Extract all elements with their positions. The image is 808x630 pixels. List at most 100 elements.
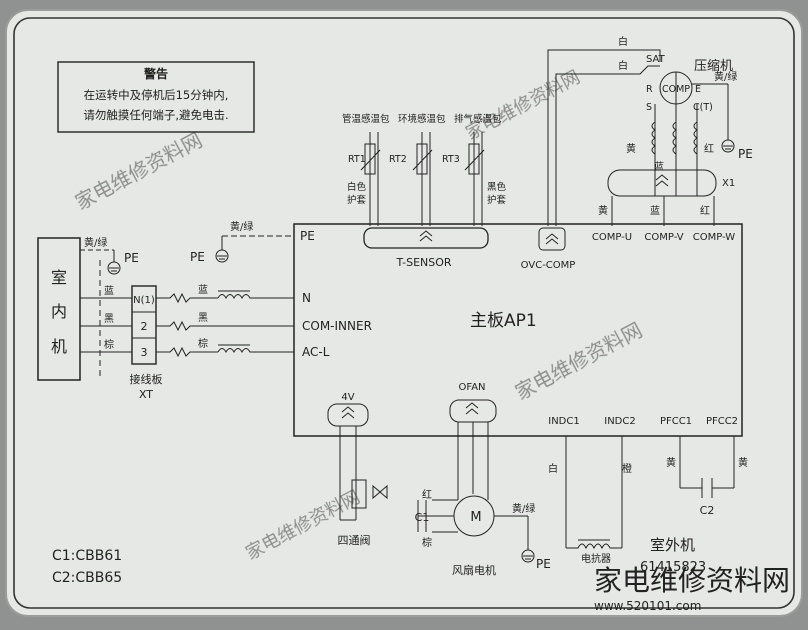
phase-red: 红	[700, 204, 710, 217]
compressor-ground: PE	[738, 147, 753, 161]
pfc-cap-label: C2	[700, 504, 715, 517]
indoor-wire-brown: 棕	[104, 338, 114, 351]
port-pfcc1: PFCC1	[660, 416, 692, 427]
board-pe-ground-label: PE	[190, 250, 205, 264]
watermark-brand: 家电维修资料网	[594, 564, 790, 597]
terminal-3: 3	[141, 346, 148, 359]
fan-wire-red: 红	[422, 488, 432, 501]
terminal-block: N(1) 2 3 接线板 XT	[130, 285, 163, 401]
main-board: PE N COM-INNER AC-L 主板AP1 INDC1 INDC2 PF…	[293, 223, 743, 437]
warning-box: 警告 在运转中及停机后15分钟内, 请勿触摸任何端子,避免电击.	[57, 61, 255, 133]
indoor-char-3: 机	[51, 337, 67, 356]
compressor-pin-e: E	[695, 84, 701, 95]
pfc-wire-b: 黄	[738, 456, 748, 469]
pfc-capacitor: 黄 黄 C2	[666, 436, 748, 517]
terminal-1: N(1)	[133, 295, 155, 306]
sleeve-black-1: 黑色	[487, 181, 507, 193]
indoor-ground-wire-color: 黄/绿	[84, 236, 107, 249]
port-pfcc2: PFCC2	[706, 416, 738, 427]
model-title: 室外机	[650, 536, 695, 554]
port-indc1: INDC1	[548, 416, 579, 427]
sensor-code-rt3: RT3	[442, 154, 460, 165]
terminal-2: 2	[141, 320, 148, 333]
compressor-title: 压缩机	[694, 58, 733, 74]
sensor-label-ambient: 环境感温包	[398, 113, 446, 125]
indoor-wiring: 黄/绿 PE 蓝 黑 棕	[80, 236, 139, 378]
board-pe-wire-color: 黄/绿	[230, 220, 253, 233]
note-c1: C1:CBB61	[52, 548, 122, 564]
sensor-label-discharge: 排气感温包	[454, 113, 502, 125]
board-input-ac-l: AC-L	[302, 345, 330, 359]
sensor-code-rt2: RT2	[389, 154, 407, 165]
port-ovc-comp: OVC-COMP	[521, 260, 576, 271]
label-plate	[5, 9, 803, 617]
watermark-url: www.520101.com	[594, 599, 701, 613]
note-c2: C2:CBB65	[52, 570, 122, 586]
compressor-sat: SAT	[646, 54, 666, 65]
fan-label: 风扇电机	[452, 563, 496, 577]
board-pe-port: PE	[300, 229, 315, 243]
compressor-ground-wire: 黄/绿	[714, 70, 737, 83]
board-input-com-inner: COM-INNER	[302, 319, 372, 333]
four-way-valve: 4V 四通阀	[327, 392, 388, 547]
indoor-wire-black: 黑	[104, 313, 114, 325]
temperature-sensors: 管温感温包 环境感温包 排气感温包 RT1 RT2 RT3 白色 护套 黑色 护…	[342, 113, 507, 269]
pfc-wire-a: 黄	[666, 456, 676, 469]
compressor-pin-c: C(T)	[693, 102, 713, 113]
reactor-wire-white: 白	[548, 462, 558, 475]
reactor-label: 电抗器	[581, 552, 611, 565]
indoor-char-2: 内	[51, 302, 67, 321]
sensor-label-pipe: 管温感温包	[342, 113, 390, 125]
winding-yellow: 黄	[626, 142, 636, 155]
compressor: 压缩机 白 白 SAT COMP R	[538, 35, 753, 251]
port-comp-w: COMP-W	[693, 232, 735, 243]
valve-label: 四通阀	[338, 533, 371, 547]
port-comp-v: COMP-V	[644, 232, 683, 243]
indoor-char-1: 室	[51, 268, 67, 287]
plate-border	[13, 17, 795, 609]
terminal-block-name: 接线板	[130, 372, 163, 386]
valve-connector: 4V	[341, 392, 354, 403]
compressor-white-wire-1: 白	[618, 35, 628, 48]
fan-ground: PE	[536, 557, 551, 571]
supply-wires	[156, 290, 294, 358]
board-name: 主板AP1	[470, 311, 537, 331]
board-input-n: N	[302, 291, 311, 305]
inline-wire-blue: 蓝	[198, 284, 208, 296]
sleeve-black-2: 护套	[487, 194, 507, 206]
reactor-wire-orange: 橙	[622, 462, 632, 475]
warning-title: 警告	[143, 66, 168, 81]
winding-red: 红	[704, 142, 714, 155]
compressor-center: COMP	[662, 84, 690, 95]
warning-line-1: 在运转中及停机后15分钟内,	[84, 88, 229, 102]
inline-wire-brown: 棕	[198, 337, 208, 350]
indoor-ground-label: PE	[124, 251, 139, 265]
port-indc2: INDC2	[604, 416, 635, 427]
indoor-unit: 室 内 机	[37, 237, 81, 381]
terminal-block-code: XT	[139, 388, 153, 401]
board-ground: 黄/绿 PE	[190, 220, 294, 264]
model-code: 61415823	[640, 560, 706, 575]
port-comp-u: COMP-U	[592, 232, 632, 243]
compressor-pin-r: R	[646, 84, 653, 95]
phase-yellow: 黄	[598, 204, 608, 217]
watermark-badge: 家电维修资料网 www.520101.com	[594, 564, 790, 613]
fan-wire-ground: 黄/绿	[512, 502, 535, 515]
sleeve-white-1: 白色	[347, 181, 367, 193]
sensor-connector: T-SENSOR	[395, 256, 451, 269]
fan-wire-brown: 棕	[422, 536, 432, 549]
fan-motor-symbol: M	[470, 510, 481, 525]
indoor-wire-blue: 蓝	[104, 285, 114, 297]
inline-wire-black: 黑	[198, 312, 208, 324]
sensor-code-rt1: RT1	[348, 154, 366, 165]
compressor-pin-s: S	[646, 102, 652, 113]
fan-connector: OFAN	[458, 382, 485, 393]
phase-blue: 蓝	[650, 205, 660, 217]
reactor: 白 橙 电抗器	[548, 436, 632, 565]
winding-blue: 蓝	[654, 161, 664, 173]
fan-capacitor: C1	[415, 511, 430, 524]
fan-motor: OFAN M C1 红 棕 黄/绿 风扇电机 PE	[415, 382, 551, 577]
warning-line-2: 请勿触摸任何端子,避免电击.	[83, 108, 228, 122]
compressor-white-wire-2: 白	[618, 59, 628, 72]
